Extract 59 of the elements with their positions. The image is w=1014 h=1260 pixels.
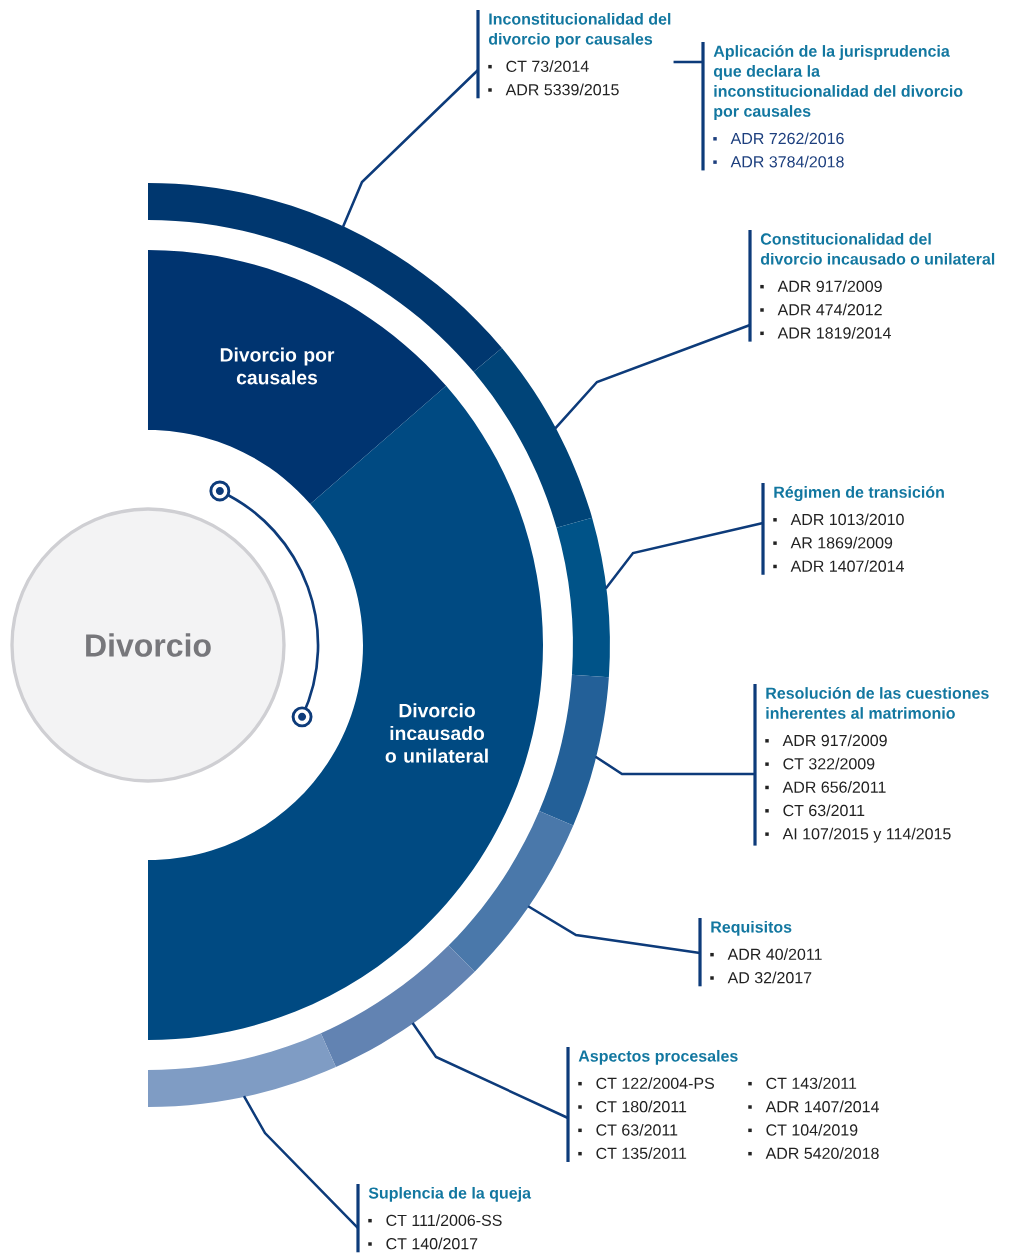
list-item: CT 180/2011 bbox=[578, 1100, 687, 1113]
text-block bbox=[761, 483, 944, 575]
list-item: ADR 1819/2014 bbox=[760, 326, 891, 339]
list-item: ADR 917/2009 bbox=[760, 280, 882, 292]
text-block bbox=[698, 918, 822, 987]
heading: Suplencia de la queja bbox=[368, 1186, 532, 1202]
heading: Resolución de las cuestiones inherentes al matrimonio bbox=[766, 686, 989, 719]
heading: Constitucionalidad del divorcio incausado o unilateral bbox=[760, 232, 995, 265]
list-item: CT 122/2004-PS bbox=[578, 1077, 714, 1089]
heading: Régimen de transición bbox=[774, 485, 944, 502]
list-item: CT 73/2014 bbox=[488, 60, 589, 72]
list-item: ADR 7262/2016 bbox=[713, 132, 844, 145]
leader-line bbox=[242, 1095, 359, 1229]
list-item: AR 1869/2009 bbox=[773, 536, 893, 549]
list-item: AI 107/2015 y 114/2015 bbox=[765, 827, 951, 843]
leader-line bbox=[554, 323, 751, 430]
ring-segment bbox=[320, 945, 475, 1068]
text-block bbox=[748, 230, 995, 342]
list-item: ADR 1407/2014 bbox=[773, 560, 904, 572]
leader-line bbox=[673, 60, 703, 64]
list-item: CT 143/2011 bbox=[748, 1077, 857, 1089]
list-item: CT 322/2009 bbox=[765, 757, 875, 770]
list-item: CT 135/2011 bbox=[578, 1147, 687, 1159]
text-block bbox=[701, 42, 963, 171]
heading: Aspectos procesales bbox=[578, 1049, 738, 1065]
list-item: CT 63/2011 bbox=[765, 804, 865, 817]
leader-line bbox=[411, 1022, 569, 1120]
list-item: CT 111/2006-SS bbox=[368, 1214, 502, 1226]
leader-line bbox=[594, 755, 755, 776]
list-item: ADR 1407/2014 bbox=[748, 1100, 879, 1113]
list-item: CT 140/2017 bbox=[368, 1237, 478, 1250]
list-item: ADR 3784/2018 bbox=[713, 155, 844, 168]
list-item: AD 32/2017 bbox=[710, 971, 812, 984]
text-block bbox=[476, 10, 671, 99]
list-item: CT 104/2019 bbox=[748, 1123, 858, 1136]
text-block bbox=[753, 684, 989, 846]
heading: Requisitos bbox=[711, 920, 792, 936]
list-item: ADR 5420/2018 bbox=[748, 1147, 879, 1159]
list-item: ADR 5339/2015 bbox=[488, 83, 619, 96]
sector: Divorcio por causales bbox=[148, 250, 447, 504]
ring-segment bbox=[539, 674, 609, 826]
ring-segment bbox=[148, 183, 502, 372]
list-item: ADR 1013/2010 bbox=[773, 513, 904, 526]
ring-segment bbox=[448, 811, 574, 972]
list-item: ADR 917/2009 bbox=[765, 734, 887, 747]
list-item: ADR 474/2012 bbox=[760, 303, 882, 316]
text-block bbox=[356, 1184, 532, 1253]
leader-line bbox=[527, 905, 701, 955]
ring-segment bbox=[556, 517, 610, 678]
heading: Inconstitucionalidad del divorcio por causales bbox=[488, 12, 671, 48]
leader-line bbox=[341, 69, 479, 228]
ring-segment bbox=[473, 348, 593, 528]
list-item: ADR 656/2011 bbox=[765, 781, 886, 793]
heading: Aplicación de la jurisprudencia que declara la inconstitucionalidad del divorcio por causales bbox=[713, 44, 963, 120]
ring-segment bbox=[148, 1033, 336, 1107]
list-item: CT 63/2011 bbox=[578, 1123, 678, 1136]
list-item: ADR 40/2011 bbox=[710, 948, 822, 960]
leader-line bbox=[604, 521, 764, 590]
text-block bbox=[566, 1047, 879, 1162]
